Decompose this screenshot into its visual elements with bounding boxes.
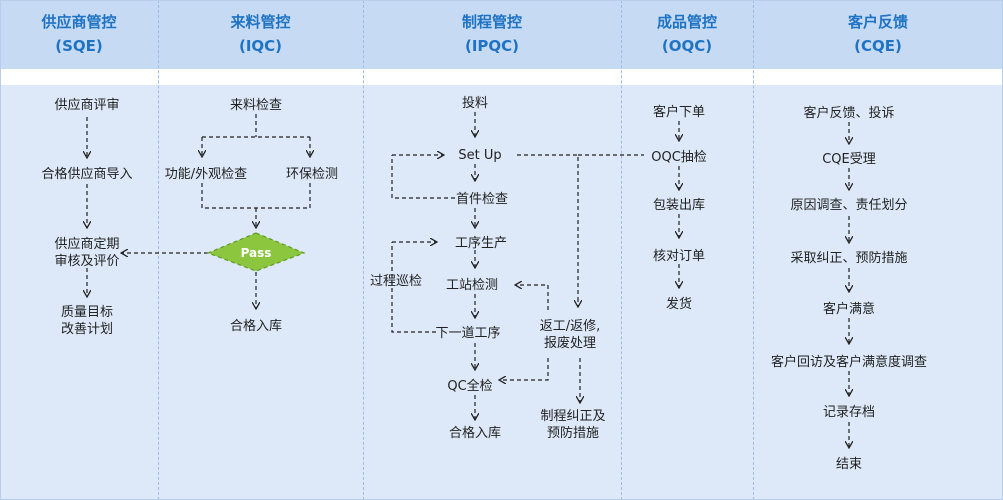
node-customer-survey: 客户回访及客户满意度调查 (770, 355, 928, 370)
node-customer-order: 客户下单 (652, 105, 706, 120)
node-corrective-preventive: 采取纠正、预防措施 (790, 251, 908, 266)
node-qc-full-inspection: QC全检 (447, 379, 493, 394)
node-next-process: 下一道工序 (435, 326, 501, 341)
node-process-corrective-action: 制程纠正及 预防措施 (540, 409, 606, 441)
node-delivery: 发货 (665, 297, 693, 312)
node-record-archive: 记录存档 (822, 405, 876, 420)
column-divider (753, 0, 754, 500)
column-divider (363, 0, 364, 500)
node-process-production: 工序生产 (454, 236, 508, 251)
node-feed-material: 投料 (461, 96, 489, 111)
header-sqe-title: 供应商管控 (41, 13, 117, 31)
node-supplier-review: 供应商评审 (54, 98, 120, 113)
column-divider (158, 0, 159, 500)
header-ipqc-code: (IPQC) (464, 37, 520, 55)
header-sqe: 供应商管控 (SQE) (0, 10, 158, 58)
node-pack-ship-out: 包装出库 (652, 198, 706, 213)
header-cqe-code: (CQE) (854, 37, 902, 55)
header-oqc-title: 成品管控 (656, 13, 717, 31)
node-quality-target: 质量目标 改善计划 (60, 305, 114, 337)
header-oqc-code: (OQC) (661, 37, 713, 55)
pass-decision-diamond (206, 232, 306, 272)
header-iqc-code: (IQC) (238, 37, 283, 55)
node-end: 结束 (835, 457, 863, 472)
node-function-appearance-check: 功能/外观检查 (164, 167, 248, 182)
node-environmental-test: 环保检测 (285, 167, 339, 182)
node-first-article-check: 首件检查 (455, 192, 509, 207)
node-cqe-accept: CQE受理 (822, 152, 876, 167)
header-ipqc: 制程管控 (IPQC) (363, 10, 621, 58)
node-customer-satisfied: 客户满意 (822, 302, 876, 317)
node-patrol-inspection: 过程巡检 (369, 274, 423, 289)
node-incoming-inspection: 来料检查 (229, 98, 283, 113)
header-cqe-title: 客户反馈 (847, 13, 908, 31)
node-station-inspection: 工站检测 (445, 278, 499, 293)
header-sqe-code: (SQE) (55, 37, 103, 55)
node-supplier-import: 合格供应商导入 (41, 167, 133, 182)
node-cause-investigation: 原因调查、责任划分 (790, 198, 908, 213)
node-setup: Set Up (458, 148, 502, 163)
node-customer-feedback: 客户反馈、投诉 (803, 106, 895, 121)
node-iqc-storage: 合格入库 (229, 319, 283, 334)
column-divider (621, 0, 622, 500)
node-supplier-periodic-review: 供应商定期 审核及评价 (54, 237, 120, 269)
node-ipqc-storage: 合格入库 (448, 426, 502, 441)
node-rework-scrap: 返工/返修, 报废处理 (539, 319, 601, 351)
header-gap (0, 69, 1003, 85)
node-verify-order: 核对订单 (652, 249, 706, 264)
pass-label: Pass (240, 246, 272, 260)
header-ipqc-title: 制程管控 (461, 13, 522, 31)
header-iqc: 来料管控 (IQC) (158, 10, 363, 58)
header-iqc-title: 来料管控 (230, 13, 291, 31)
node-oqc-sampling: OQC抽检 (651, 150, 707, 165)
header-oqc: 成品管控 (OQC) (621, 10, 753, 58)
header-cqe: 客户反馈 (CQE) (753, 10, 1003, 58)
